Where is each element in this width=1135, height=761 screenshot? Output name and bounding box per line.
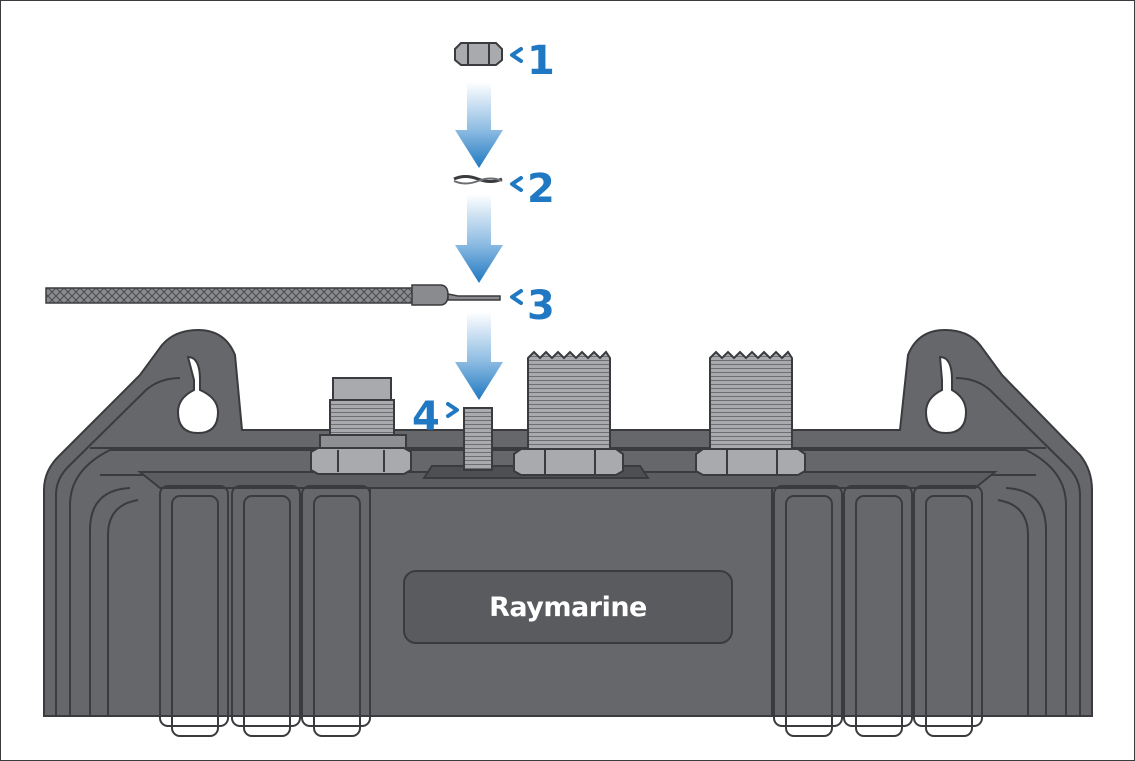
washer-part (453, 175, 503, 185)
left-cooling-ribs (159, 485, 371, 737)
assembly-arrow-3 (455, 312, 503, 400)
brand-logo: Raymarine (489, 592, 647, 623)
ground-stud (463, 407, 493, 471)
unit-housing: Raymarine (43, 328, 1093, 737)
antenna-connector-small (310, 377, 412, 475)
ground-cable-part (45, 284, 501, 306)
callout-step-2: 2 (510, 166, 555, 212)
right-cooling-ribs (773, 485, 983, 737)
logo-plate (403, 570, 733, 644)
callout-number-4: 4 (412, 394, 440, 440)
antenna-connector-large-centre (513, 350, 624, 476)
callout-step-3: 3 (510, 283, 555, 329)
right-mounting-keyhole (924, 355, 968, 435)
assembly-arrow-1 (455, 82, 503, 168)
assembly-arrow-2 (455, 194, 503, 283)
callout-pointer-right-icon (446, 402, 459, 418)
callout-pointer-left-icon (510, 47, 523, 63)
nut-part (454, 42, 503, 66)
callout-step-1: 1 (510, 38, 555, 84)
callout-step-4: 4 (412, 394, 459, 440)
callout-number-3: 3 (527, 283, 555, 329)
callout-pointer-left-icon (510, 176, 523, 192)
antenna-connector-large-right (695, 350, 806, 476)
callout-pointer-left-icon (510, 289, 523, 305)
callout-number-2: 2 (527, 166, 555, 212)
callout-number-1: 1 (527, 38, 555, 84)
left-mounting-keyhole (176, 355, 220, 435)
